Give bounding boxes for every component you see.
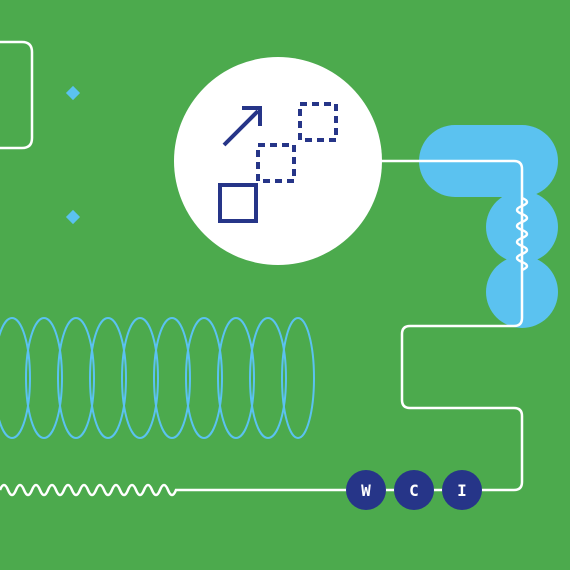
badge-c: C bbox=[394, 470, 434, 510]
connector-line bbox=[180, 159, 524, 492]
badge-w-label: W bbox=[361, 481, 371, 500]
coil-loops bbox=[0, 317, 315, 439]
diamond-dot-icon bbox=[65, 85, 81, 101]
resize-expand-icon bbox=[218, 102, 338, 223]
horizontal-spring bbox=[0, 483, 180, 497]
badge-c-label: C bbox=[409, 481, 419, 500]
diamond-dot-icon bbox=[65, 209, 81, 225]
frame-outline bbox=[0, 40, 34, 150]
badge-i-label: I bbox=[457, 481, 467, 500]
blob-cluster bbox=[419, 125, 558, 328]
badge-i: I bbox=[442, 470, 482, 510]
icon-circle bbox=[174, 57, 382, 265]
badge-w: W bbox=[346, 470, 386, 510]
spring-squiggle bbox=[515, 196, 529, 272]
